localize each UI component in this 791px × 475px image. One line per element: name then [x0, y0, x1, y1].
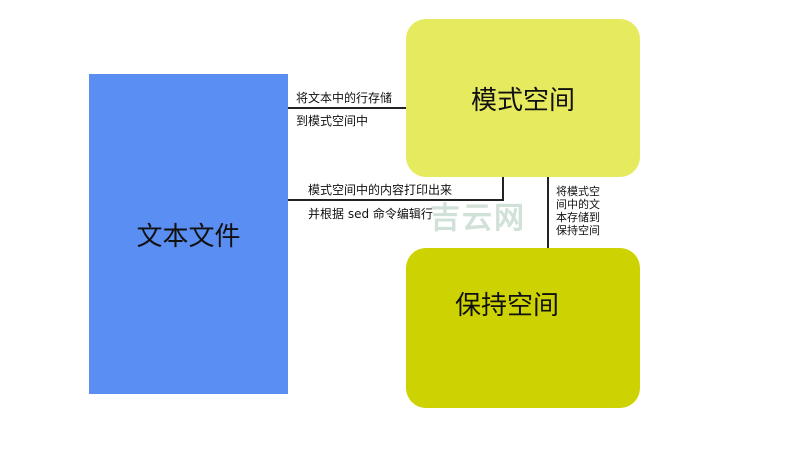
connector-pattern-to-file-vertical	[502, 177, 504, 201]
hold-space-node: 保持空间	[406, 248, 640, 408]
watermark: 吉云网	[430, 201, 526, 236]
hold-space-label: 保持空间	[454, 291, 559, 321]
text-file-label: 文本文件	[136, 221, 241, 252]
edge-label-pattern-to-hold: 将模式空间中的文本存储到保持空间	[556, 185, 600, 237]
connector-file-to-pattern	[288, 107, 406, 109]
edge-label-pattern-to-file-line1: 模式空间中的内容打印出来	[308, 183, 453, 197]
connector-pattern-to-file-horizontal	[288, 199, 504, 201]
edge-label-file-to-pattern-line2: 到模式空间中	[296, 114, 369, 128]
text-file-node: 文本文件	[89, 74, 288, 394]
connector-pattern-to-hold	[547, 177, 549, 248]
edge-label-file-to-pattern-line1: 将文本中的行存储	[296, 91, 393, 105]
pattern-space-label: 模式空间	[470, 85, 575, 116]
edge-label-pattern-to-file-line2: 并根据 sed 命令编辑行	[308, 207, 433, 221]
pattern-space-node: 模式空间	[406, 19, 640, 177]
